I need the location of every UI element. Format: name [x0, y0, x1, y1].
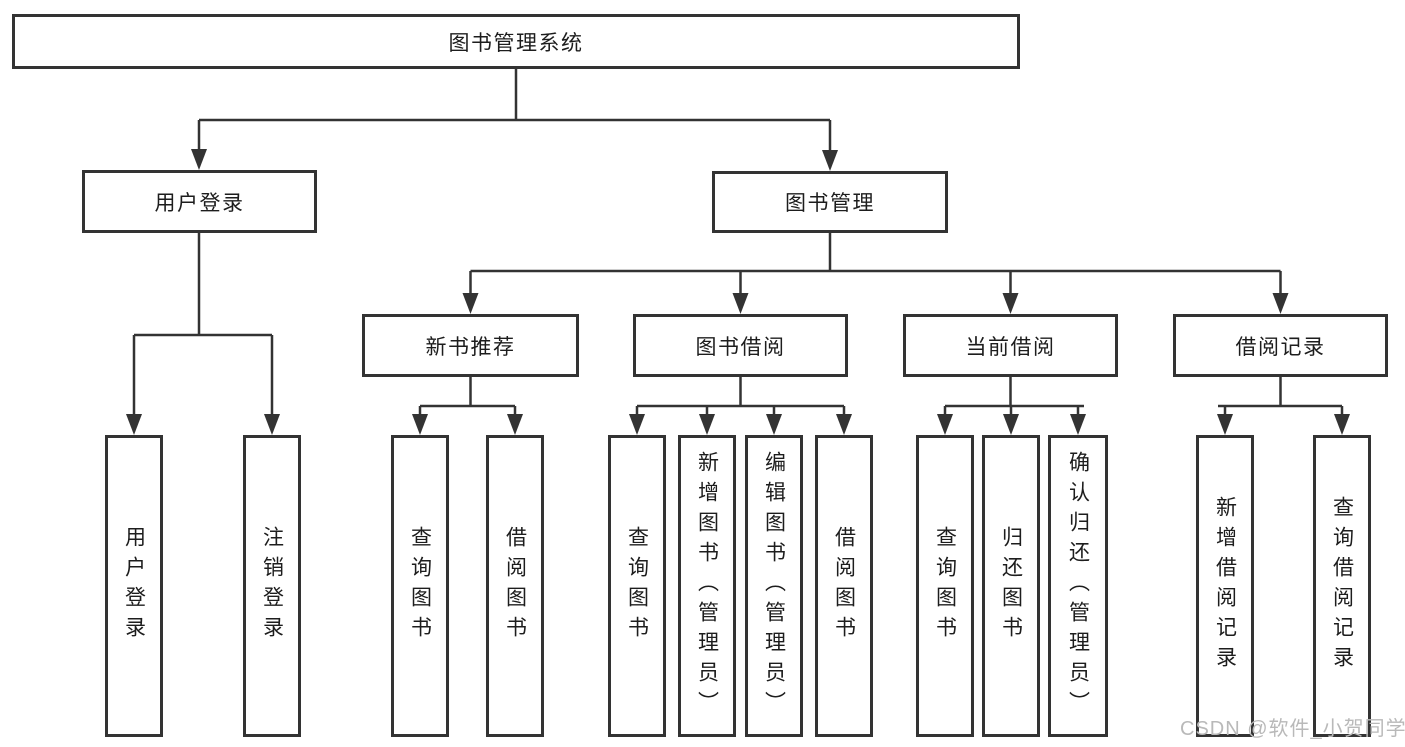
node-leaf-query-books-3: 查询图书 — [916, 435, 974, 737]
arrow-down-icon — [1002, 293, 1019, 314]
node-label: 图书管理系统 — [448, 31, 584, 55]
node-label: 注销登录 — [260, 526, 284, 646]
arrow-down-icon — [699, 414, 715, 435]
arrow-down-icon — [629, 414, 645, 435]
arrow-down-icon — [126, 414, 142, 435]
node-leaf-query-books-1: 查询图书 — [391, 435, 449, 737]
node-label: 借阅图书 — [832, 526, 856, 646]
arrow-down-icon — [732, 293, 749, 314]
node-leaf-logout: 注销登录 — [243, 435, 301, 737]
node-label: 图书管理 — [785, 192, 875, 215]
node-label: 当前借阅 — [965, 335, 1056, 359]
connector-lines — [132, 69, 1344, 418]
arrow-down-icon — [462, 293, 479, 314]
watermark: CSDN @软件_小贺同学 — [1180, 718, 1405, 740]
node-label: 借阅图书 — [503, 526, 527, 646]
arrow-down-icon — [1217, 414, 1233, 435]
node-label: 借阅记录 — [1235, 335, 1326, 359]
arrow-down-icon — [191, 149, 207, 170]
node-label: 编辑图书（管理员） — [762, 451, 786, 721]
arrow-down-icon — [822, 150, 838, 171]
node-leaf-query-borrow-record: 查询借阅记录 — [1313, 435, 1371, 737]
node-leaf-add-borrow-record: 新增借阅记录 — [1196, 435, 1254, 737]
node-book-management: 图书管理 — [712, 171, 948, 233]
arrow-down-icon — [1070, 414, 1086, 435]
node-label: 用户登录 — [122, 526, 146, 646]
node-book-borrow: 图书借阅 — [633, 314, 848, 377]
arrow-down-icon — [264, 414, 280, 435]
node-label: 归还图书 — [999, 526, 1023, 646]
node-leaf-borrow-books-1: 借阅图书 — [486, 435, 544, 737]
arrow-down-icon — [507, 414, 523, 435]
node-library-system: 图书管理系统 — [12, 14, 1020, 69]
arrow-down-icon — [836, 414, 852, 435]
arrow-down-icon — [937, 414, 953, 435]
arrow-down-icon — [1003, 414, 1019, 435]
node-label: 新增借阅记录 — [1213, 496, 1237, 676]
arrow-down-icon — [412, 414, 428, 435]
node-leaf-edit-book-admin: 编辑图书（管理员） — [745, 435, 803, 737]
node-new-book-recommend: 新书推荐 — [362, 314, 579, 377]
node-leaf-borrow-books-2: 借阅图书 — [815, 435, 873, 737]
node-leaf-user-login: 用户登录 — [105, 435, 163, 737]
node-label: 用户登录 — [154, 191, 245, 215]
node-leaf-return-book: 归还图书 — [982, 435, 1040, 737]
node-label: 查询图书 — [933, 526, 957, 646]
node-leaf-confirm-return-admin: 确认归还（管理员） — [1048, 435, 1108, 737]
node-label: 查询借阅记录 — [1330, 496, 1354, 676]
node-label: 查询图书 — [408, 526, 432, 646]
node-leaf-add-book-admin: 新增图书（管理员） — [678, 435, 736, 737]
node-label: 确认归还（管理员） — [1066, 451, 1090, 721]
node-borrow-records: 借阅记录 — [1173, 314, 1388, 377]
arrow-down-icon — [1334, 414, 1350, 435]
arrow-down-icon — [1272, 293, 1289, 314]
node-user-login: 用户登录 — [82, 170, 317, 233]
node-leaf-query-books-2: 查询图书 — [608, 435, 666, 737]
node-label: 图书借阅 — [695, 335, 786, 359]
node-label: 新增图书（管理员） — [695, 451, 719, 721]
node-label: 新书推荐 — [425, 335, 516, 359]
arrow-down-icon — [766, 414, 782, 435]
node-label: 查询图书 — [625, 526, 649, 646]
node-current-borrow: 当前借阅 — [903, 314, 1118, 377]
